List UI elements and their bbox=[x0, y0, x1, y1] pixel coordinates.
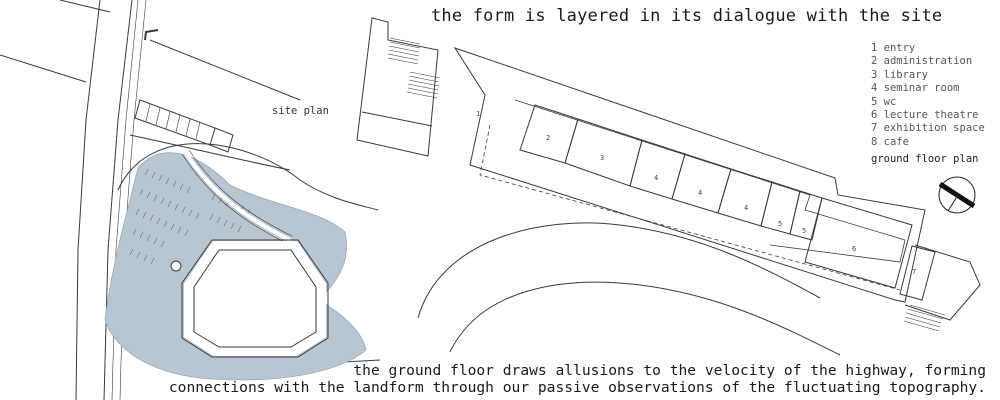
room-number: 3 bbox=[600, 154, 604, 162]
caption-line-2: connections with the landform through ou… bbox=[168, 379, 986, 396]
south-wing bbox=[904, 244, 981, 321]
legend-item: 8 cafe bbox=[871, 135, 909, 148]
exhibition-space bbox=[899, 245, 936, 301]
site-plan-label: site plan bbox=[272, 105, 329, 117]
room-legend: 1 entry 2 administration 3 library 4 sem… bbox=[871, 42, 985, 149]
room-number: 4 bbox=[654, 174, 658, 182]
room-number: 2 bbox=[546, 134, 550, 142]
south-stair bbox=[903, 304, 946, 332]
terrace-dashed-edge bbox=[479, 124, 901, 291]
legend-item: 2 administration bbox=[871, 55, 973, 68]
top-road-line bbox=[59, 0, 111, 13]
room-number: 5 bbox=[802, 227, 806, 235]
highway-outer-edge bbox=[75, 0, 101, 400]
room-cells bbox=[519, 104, 823, 241]
room-number: 6 bbox=[852, 245, 856, 253]
building-inner-wall bbox=[514, 99, 906, 263]
legend-item: 6 lecture theatre bbox=[871, 109, 979, 122]
caption-line-1: the ground floor draws allusions to the … bbox=[353, 362, 986, 379]
amphitheatre-island bbox=[184, 241, 326, 356]
site-building-cells bbox=[145, 103, 201, 140]
sheet-title: the form is layered in its dialogue with… bbox=[431, 6, 943, 26]
room-number: 4 bbox=[698, 189, 702, 197]
site-building-wing bbox=[209, 127, 234, 153]
legend-item: 5 wc bbox=[871, 95, 897, 108]
entry-stair bbox=[387, 37, 441, 99]
legend-item: 7 exhibition space bbox=[871, 122, 985, 135]
room-number: 5 bbox=[778, 220, 782, 228]
caption: the ground floor draws allusions to the … bbox=[169, 362, 986, 396]
site-contour-1 bbox=[117, 143, 379, 211]
room-number: 1 bbox=[476, 110, 480, 118]
lake-reeds bbox=[129, 168, 251, 265]
lecture-theatre bbox=[804, 197, 913, 289]
highway-inner-edge bbox=[103, 0, 133, 400]
ground-floor-plan: 1 2 3 4 4 4 5 5 6 7 bbox=[356, 17, 981, 356]
ground-floor-plan-label: ground floor plan bbox=[871, 153, 979, 165]
north-arrow-icon bbox=[938, 176, 976, 214]
upper-parcel-edge bbox=[144, 29, 159, 41]
room-number: 7 bbox=[912, 268, 916, 276]
road-curve-2 bbox=[449, 281, 841, 356]
amphitheatre-inner bbox=[193, 249, 317, 348]
legend-item: 3 library bbox=[871, 68, 928, 81]
lake-path-edge bbox=[181, 149, 293, 245]
amphitheatre-node bbox=[170, 260, 182, 272]
upper-parcel-line bbox=[149, 39, 301, 101]
road-curve-1 bbox=[417, 222, 821, 319]
room-number: 4 bbox=[744, 204, 748, 212]
entry-block bbox=[356, 17, 439, 157]
site-plan bbox=[0, 0, 381, 400]
amphitheatre-outer bbox=[181, 239, 329, 358]
site-contour-2 bbox=[129, 134, 291, 171]
lake-path bbox=[183, 150, 291, 242]
entry-partition bbox=[361, 111, 433, 127]
building-outline bbox=[453, 47, 926, 303]
legend-item: 1 entry bbox=[871, 42, 916, 54]
side-road-line bbox=[0, 54, 87, 83]
legend-item: 4 seminar room bbox=[871, 82, 960, 95]
